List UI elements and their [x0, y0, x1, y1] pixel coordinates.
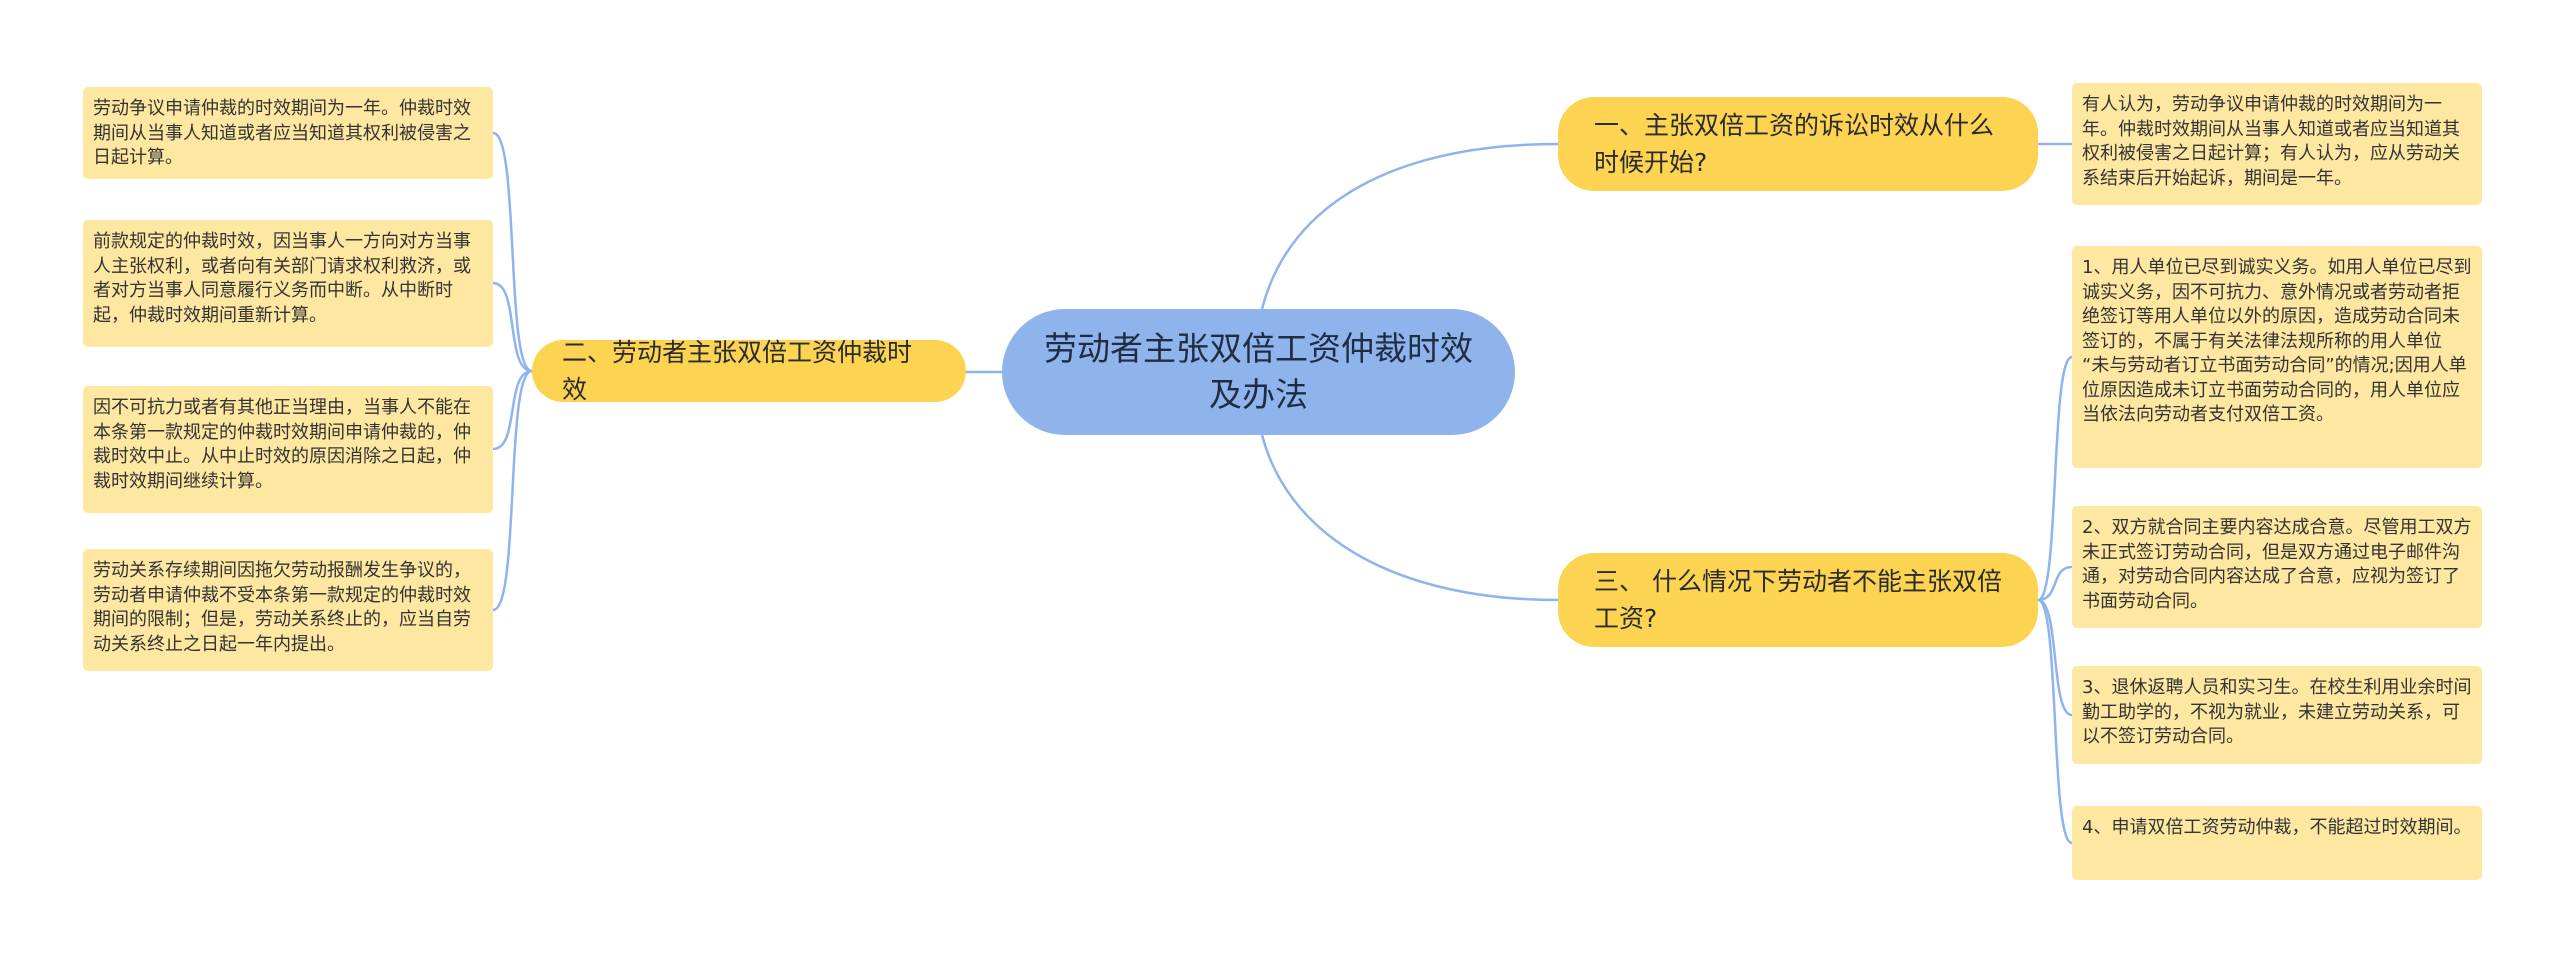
right-leaf-2[interactable]: 1、用人单位已尽到诚实义务。如用人单位已尽到诚实义务，因不可抗力、意外情况或者劳…	[2072, 246, 2482, 468]
branch-topic-2-label: 二、劳动者主张双倍工资仲裁时效	[562, 338, 913, 404]
link-branch3-leaf4	[2037, 598, 2073, 717]
root-topic[interactable]: 劳动者主张双倍工资仲裁时效及办法	[1002, 309, 1515, 435]
link-branch2-leaf2	[492, 281, 533, 373]
link-branch2-leaf3	[492, 369, 533, 451]
left-leaf-1-text: 劳动争议申请仲裁的时效期间为一年。仲裁时效期间从当事人知道或者应当知道其权利被侵…	[93, 98, 471, 168]
right-leaf-3-text: 2、双方就合同主要内容达成合意。尽管用工双方未正式签订劳动合同，但是双方通过电子…	[2082, 517, 2472, 612]
left-leaf-2[interactable]: 前款规定的仲裁时效，因当事人一方向对方当事人主张权利，或者向有关部门请求权利救济…	[83, 220, 493, 347]
branch-topic-3[interactable]: 三、 什么情况下劳动者不能主张双倍工资?	[1558, 553, 2038, 647]
left-leaf-3[interactable]: 因不可抗力或者有其他正当理由，当事人不能在本条第一款规定的仲裁时效期间申请仲裁的…	[83, 386, 493, 513]
left-leaf-4-text: 劳动关系存续期间因拖欠劳动报酬发生争议的，劳动者申请仲裁不受本条第一款规定的仲裁…	[93, 560, 471, 655]
right-leaf-4-text: 3、退休返聘人员和实习生。在校生利用业余时间勤工助学的，不视为就业，未建立劳动关…	[2082, 677, 2472, 747]
branch-topic-2[interactable]: 二、劳动者主张双倍工资仲裁时效	[532, 338, 966, 404]
right-leaf-3[interactable]: 2、双方就合同主要内容达成合意。尽管用工双方未正式签订劳动合同，但是双方通过电子…	[2072, 506, 2482, 628]
branch-topic-3-label: 三、 什么情况下劳动者不能主张双倍工资?	[1594, 567, 2002, 633]
link-branch2-leaf1	[492, 131, 533, 373]
right-leaf-5[interactable]: 4、申请双倍工资劳动仲裁，不能超过时效期间。	[2072, 806, 2482, 880]
left-leaf-3-text: 因不可抗力或者有其他正当理由，当事人不能在本条第一款规定的仲裁时效期间申请仲裁的…	[93, 397, 471, 492]
root-topic-label: 劳动者主张双倍工资仲裁时效及办法	[1044, 329, 1473, 414]
right-leaf-1-text: 有人认为，劳动争议申请仲裁的时效期间为一年。仲裁时效期间从当事人知道或者应当知道…	[2082, 94, 2460, 189]
link-branch3-leaf5	[2037, 598, 2073, 845]
link-branch3-leaf3	[2037, 565, 2073, 602]
link-branch2-leaf4	[492, 369, 533, 612]
link-branch3-leaf2	[2037, 355, 2073, 602]
left-leaf-2-text: 前款规定的仲裁时效，因当事人一方向对方当事人主张权利，或者向有关部门请求权利救济…	[93, 231, 471, 326]
right-leaf-2-text: 1、用人单位已尽到诚实义务。如用人单位已尽到诚实义务，因不可抗力、意外情况或者劳…	[2082, 257, 2472, 425]
branch-topic-1[interactable]: 一、主张双倍工资的诉讼时效从什么时候开始?	[1558, 97, 2038, 191]
branch-topic-1-label: 一、主张双倍工资的诉讼时效从什么时候开始?	[1594, 111, 1995, 177]
right-leaf-5-text: 4、申请双倍工资劳动仲裁，不能超过时效期间。	[2082, 817, 2472, 838]
link-root-branch1	[1260, 142, 1559, 310]
right-leaf-1[interactable]: 有人认为，劳动争议申请仲裁的时效期间为一年。仲裁时效期间从当事人知道或者应当知道…	[2072, 83, 2482, 205]
link-root-branch3	[1260, 434, 1559, 602]
right-leaf-4[interactable]: 3、退休返聘人员和实习生。在校生利用业余时间勤工助学的，不视为就业，未建立劳动关…	[2072, 666, 2482, 764]
left-leaf-4[interactable]: 劳动关系存续期间因拖欠劳动报酬发生争议的，劳动者申请仲裁不受本条第一款规定的仲裁…	[83, 549, 493, 671]
left-leaf-1[interactable]: 劳动争议申请仲裁的时效期间为一年。仲裁时效期间从当事人知道或者应当知道其权利被侵…	[83, 87, 493, 179]
